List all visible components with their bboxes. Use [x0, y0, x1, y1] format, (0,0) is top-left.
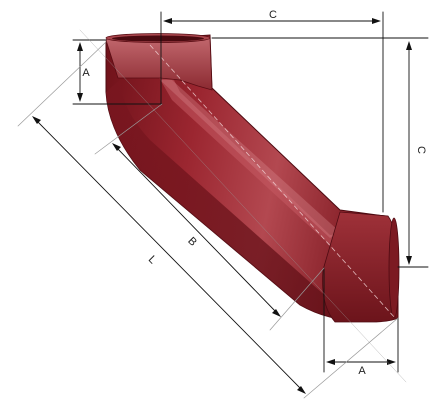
dim-l-label: L — [146, 253, 159, 266]
pipe-bend — [105, 33, 400, 323]
dim-b-arrow-start — [112, 143, 121, 151]
dim-a-top-label: A — [82, 67, 90, 79]
bottom-socket-end — [388, 217, 400, 319]
dim-c-top-label: C — [269, 9, 277, 21]
dim-a-top-arrow-bottom — [77, 93, 83, 102]
dim-diag-ext-5 — [303, 317, 399, 399]
dim-c-top-arrow-right — [372, 18, 381, 24]
dim-a-bottom-arrow-right — [387, 359, 396, 365]
dim-b-line — [115, 146, 278, 314]
dim-c-right-arrow-top — [406, 41, 412, 50]
dim-diag-ext-6 — [79, 29, 407, 383]
dim-diag-ext-4 — [269, 267, 325, 331]
dim-diag-ext-1 — [17, 41, 107, 127]
dim-c-right-label: C — [415, 146, 427, 154]
dim-l-arrow-start — [32, 116, 41, 124]
dim-a-top-arrow-top — [77, 42, 83, 51]
dim-b-arrow-end — [272, 309, 281, 317]
dimensions: C C A A B — [17, 9, 429, 399]
dim-a-bottom-arrow-left — [326, 359, 335, 365]
dim-c-top-arrow-left — [163, 18, 172, 24]
dim-diag-ext-2 — [94, 103, 163, 155]
dim-a-bottom-label: A — [358, 365, 366, 377]
dim-l-line — [35, 119, 303, 391]
dim-l-arrow-end — [297, 386, 306, 394]
dim-c-right-arrow-bottom — [406, 256, 412, 265]
pipe-bevel — [160, 80, 340, 238]
dim-b-label: B — [185, 235, 199, 249]
pipe-highlight — [150, 62, 356, 245]
pipe-centerline — [149, 44, 396, 319]
top-socket-opening — [112, 35, 204, 42]
